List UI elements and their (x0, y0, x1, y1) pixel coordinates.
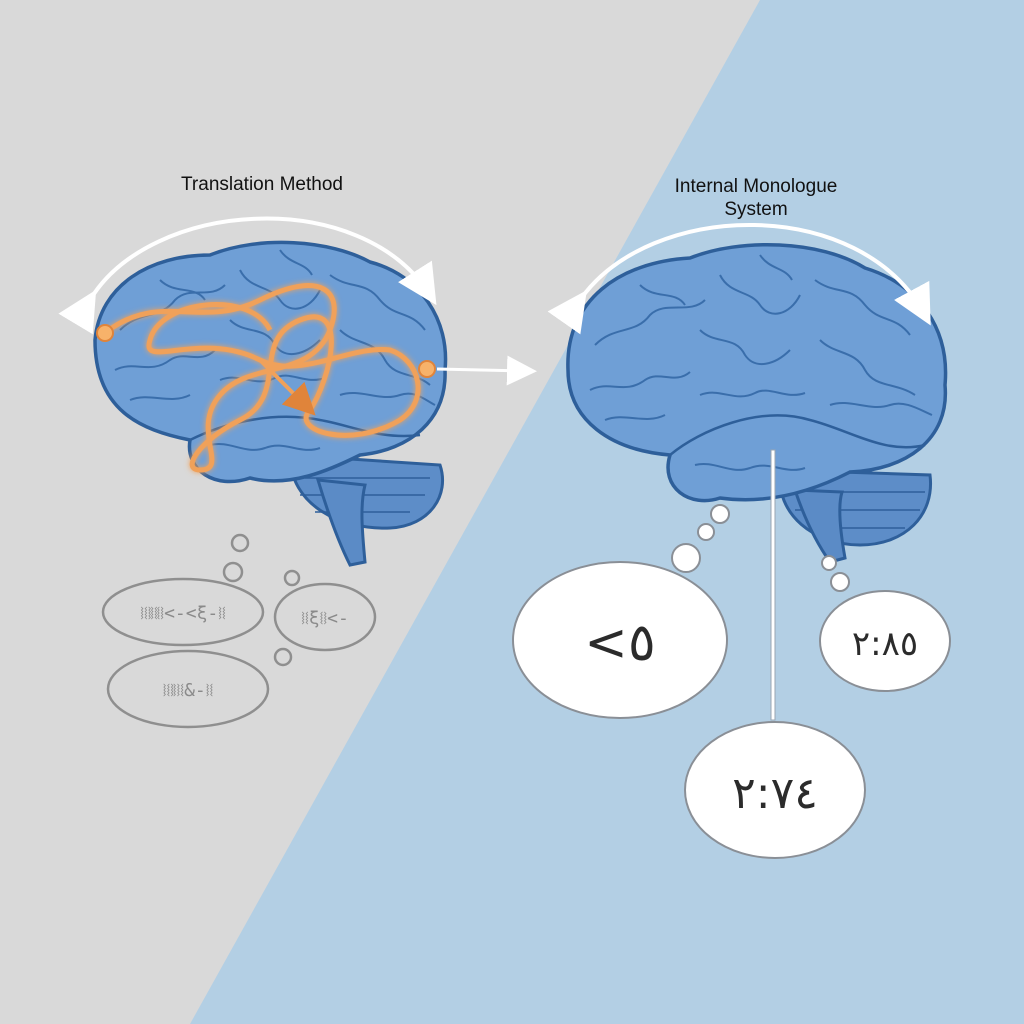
center-arrow (436, 355, 537, 386)
left-bubble-3-text: ⧘⧙⧚⧘⧙&-⧘⧙ (163, 680, 214, 701)
path-end-node (418, 360, 436, 378)
left-cycle-arrow (58, 216, 437, 335)
left-title: Translation Method (181, 174, 343, 195)
right-bubble-3-text: ٢:٨٥ (852, 624, 918, 664)
right-thought-bubbles (512, 504, 951, 859)
right-cycle-arrow (547, 223, 931, 335)
right-title-line2: System (724, 199, 787, 220)
connector-line (770, 449, 776, 721)
left-thought-bubbles (101, 533, 377, 729)
right-bubble-2-text: ٢:٧٤ (732, 768, 818, 819)
right-title-line1: Internal Monologue (675, 176, 838, 197)
right-bubble-1-text: <٥ (584, 613, 656, 673)
left-bubble-2-text: ⧘⧙ξ⧙⧘<- (301, 608, 349, 629)
left-bubble-1-text: ⧘⧙⧚⧛⧘<-<ξ-⧘⧙ (140, 603, 226, 624)
path-start-node (96, 324, 114, 342)
